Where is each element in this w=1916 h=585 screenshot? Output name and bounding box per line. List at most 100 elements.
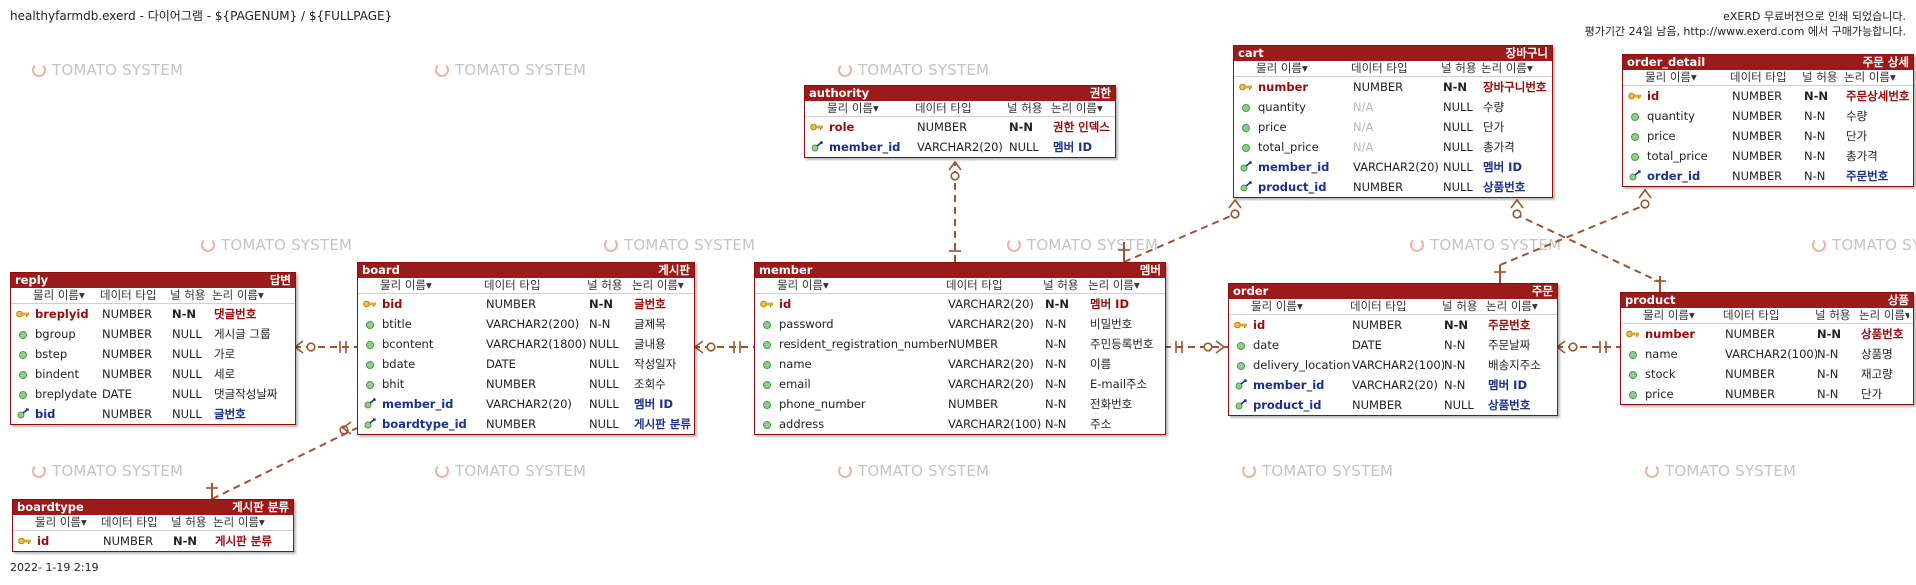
column-logical-name: 글번호 bbox=[634, 297, 666, 311]
column-type: DATE bbox=[102, 387, 132, 401]
col-header-physical[interactable]: 물리 이름▾ bbox=[1643, 308, 1695, 322]
col-header-type[interactable]: 데이터 타입 bbox=[946, 278, 1003, 292]
col-header-logical[interactable]: 논리 이름▾ bbox=[1051, 101, 1103, 115]
col-header-physical[interactable]: 물리 이름▾ bbox=[1256, 61, 1308, 75]
col-header-logical[interactable]: 논리 이름▾ bbox=[1481, 61, 1533, 75]
column-nullable: NULL bbox=[1443, 100, 1473, 114]
col-header-physical[interactable]: 물리 이름▾ bbox=[827, 101, 879, 115]
col-header-physical[interactable]: 물리 이름▾ bbox=[33, 288, 85, 302]
col-header-physical[interactable]: 물리 이름▾ bbox=[777, 278, 829, 292]
tomato-logo-icon bbox=[435, 63, 449, 77]
col-header-null[interactable]: 널 허용 bbox=[1043, 278, 1079, 292]
entity-logical-name: 상품 bbox=[1887, 293, 1909, 307]
column-icon bbox=[366, 341, 374, 349]
col-header-type[interactable]: 데이터 타입 bbox=[1730, 70, 1787, 84]
col-header-null[interactable]: 널 허용 bbox=[1007, 101, 1043, 115]
col-header-null[interactable]: 널 허용 bbox=[171, 515, 207, 529]
col-header-null[interactable]: 널 허용 bbox=[587, 278, 623, 292]
col-header-type[interactable]: 데이터 타입 bbox=[484, 278, 541, 292]
col-header-physical[interactable]: 물리 이름▾ bbox=[380, 278, 432, 292]
col-header-null[interactable]: 널 허용 bbox=[1442, 299, 1478, 313]
col-header-logical[interactable]: 논리 이름▾ bbox=[1844, 70, 1896, 84]
column-logical-name: 게시글 그룹 bbox=[214, 327, 271, 341]
row-icon-cell bbox=[755, 414, 777, 434]
license-notice-line2: 평가기간 24일 남음, http://www.exerd.com 에서 구매가… bbox=[1584, 25, 1906, 38]
col-header-logical[interactable]: 논리 이름▾ bbox=[213, 515, 265, 529]
col-header-type[interactable]: 데이터 타입 bbox=[100, 288, 157, 302]
col-header-logical[interactable]: 논리 이름▾ bbox=[1486, 299, 1538, 313]
col-header-null[interactable]: 널 허용 bbox=[1802, 70, 1838, 84]
col-header-null[interactable]: 널 허용 bbox=[1441, 61, 1477, 75]
col-header-logical[interactable]: 논리 이름▾ bbox=[1859, 308, 1909, 322]
column-nullable: NULL bbox=[1443, 120, 1473, 134]
col-header-null[interactable]: 널 허용 bbox=[1815, 308, 1851, 322]
column-logical-name: 상품번호 bbox=[1483, 180, 1526, 194]
col-header-type[interactable]: 데이터 타입 bbox=[915, 101, 972, 115]
col-header-type[interactable]: 데이터 타입 bbox=[1350, 299, 1407, 313]
col-header-physical[interactable]: 물리 이름▾ bbox=[1645, 70, 1697, 84]
col-header-logical[interactable]: 논리 이름▾ bbox=[1088, 278, 1140, 292]
col-header-logical[interactable]: 논리 이름▾ bbox=[632, 278, 684, 292]
col-header-null[interactable]: 널 허용 bbox=[170, 288, 206, 302]
col-header-logical[interactable]: 논리 이름▾ bbox=[212, 288, 264, 302]
col-header-type[interactable]: 데이터 타입 bbox=[101, 515, 158, 529]
column-header-spacer bbox=[358, 278, 380, 293]
col-header-type[interactable]: 데이터 타입 bbox=[1351, 61, 1408, 75]
col-header-physical[interactable]: 물리 이름▾ bbox=[35, 515, 87, 529]
col-header-type[interactable]: 데이터 타입 bbox=[1723, 308, 1780, 322]
col-header-physical[interactable]: 물리 이름▾ bbox=[1251, 299, 1303, 313]
